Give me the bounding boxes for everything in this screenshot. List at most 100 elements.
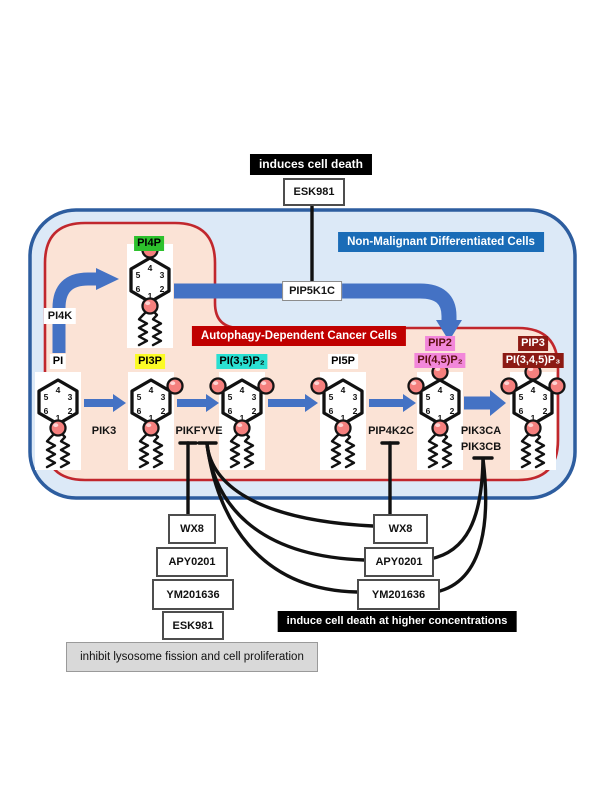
label-pi: PI <box>49 354 67 369</box>
acyl-chain <box>342 429 356 469</box>
ring-position-number: 3 <box>450 392 455 402</box>
label-pi3p: PI3P <box>135 354 165 369</box>
phosphate-highlight <box>237 423 243 428</box>
label-pip5k1c: PIP5K1C <box>282 281 342 301</box>
ring-position-number: 6 <box>137 406 142 416</box>
phosphate-highlight <box>552 381 558 386</box>
phosphate-icon <box>310 377 328 395</box>
label-pik3: PIK3 <box>91 425 117 437</box>
ring-position-number: 5 <box>137 392 142 402</box>
ring-position-number: 4 <box>56 385 61 395</box>
ring-position-number: 4 <box>438 385 443 395</box>
lipid-structure-pi3p: 43 216 5 <box>128 372 184 470</box>
phosphate-icon <box>233 419 251 437</box>
right-apy0201-box[interactable]: APY0201 <box>364 547 434 577</box>
induces-cell-death-note: induces cell death <box>249 154 373 175</box>
acyl-chain <box>241 429 255 469</box>
pi4k-arrowhead <box>96 268 119 290</box>
phosphate-icon <box>141 297 159 315</box>
phosphate-highlight <box>411 381 417 386</box>
ring-position-number: 3 <box>543 392 548 402</box>
phosphate-highlight <box>528 367 534 372</box>
ring-position-number: 4 <box>240 385 245 395</box>
ring-position-number: 4 <box>149 385 154 395</box>
ring-position-number: 2 <box>160 284 165 294</box>
phosphate-highlight <box>435 423 441 428</box>
ring-position-number: 5 <box>136 270 141 280</box>
phosphate-highlight <box>213 381 219 386</box>
phosphate-highlight <box>314 381 320 386</box>
phosphate-icon <box>142 419 160 437</box>
ring-position-number: 6 <box>426 406 431 416</box>
ring-position-number: 2 <box>68 406 73 416</box>
acyl-chain <box>149 307 163 347</box>
ring-position-number: 5 <box>44 392 49 402</box>
ring-position-number: 3 <box>161 392 166 402</box>
phosphate-icon <box>548 377 566 395</box>
label-pi4k: PI4K <box>43 308 77 324</box>
label-pip4k2c: PIP4K2C <box>368 425 414 437</box>
label-pi5p: PI5P <box>328 354 358 369</box>
esk981-top-box[interactable]: ESK981 <box>283 178 345 206</box>
left-wx8-box[interactable]: WX8 <box>168 514 216 544</box>
ring-position-number: 3 <box>160 270 165 280</box>
left-ym201636-box[interactable]: YM201636 <box>152 579 234 610</box>
label-pik3cb: PIK3CB <box>460 441 502 453</box>
acyl-chain <box>330 429 344 469</box>
label-pip2: PIP2 <box>425 336 455 351</box>
ring-position-number: 5 <box>228 392 233 402</box>
acyl-chain <box>45 429 59 469</box>
ring-position-number: 2 <box>450 406 455 416</box>
arrow-pi-to-pi3p <box>84 394 126 412</box>
label-pi35p2: PI(3,5)P₂ <box>216 354 268 369</box>
curve-apy0201-pik3ca <box>428 457 485 561</box>
phosphate-highlight <box>528 423 534 428</box>
ring-position-number: 6 <box>136 284 141 294</box>
phosphate-highlight <box>504 381 510 386</box>
phosphate-icon <box>334 419 352 437</box>
phosphate-icon <box>524 419 542 437</box>
pi4k-arrow <box>52 272 96 353</box>
acyl-chain <box>427 429 441 469</box>
phosphate-highlight <box>170 381 176 386</box>
ring-position-number: 3 <box>353 392 358 402</box>
right-ym201636-box[interactable]: YM201636 <box>357 579 440 610</box>
acyl-chain <box>138 429 152 469</box>
label-pi4p: PI4P <box>134 236 164 251</box>
phosphate-icon <box>209 377 227 395</box>
phosphate-icon <box>257 377 275 395</box>
ring-position-number: 5 <box>519 392 524 402</box>
phosphate-highlight <box>145 301 151 306</box>
acyl-chain <box>520 429 534 469</box>
ring-position-number: 2 <box>161 406 166 416</box>
left-apy0201-box[interactable]: APY0201 <box>156 547 228 577</box>
ring-position-number: 1 <box>149 413 154 423</box>
ring-position-number: 3 <box>252 392 257 402</box>
phosphate-icon <box>166 377 184 395</box>
ring-position-number: 1 <box>341 413 346 423</box>
acyl-chain <box>57 429 71 469</box>
arrow-pi5p-to-pi45p2 <box>369 394 416 412</box>
right-note-box: induce cell death at higher concentratio… <box>277 611 517 632</box>
ring-position-number: 2 <box>353 406 358 416</box>
left-esk981-box[interactable]: ESK981 <box>162 611 224 640</box>
label-pik3ca: PIK3CA <box>460 425 502 437</box>
right-wx8-box[interactable]: WX8 <box>373 514 428 544</box>
curve-pikfyve-ym201636 <box>205 442 359 594</box>
ring-position-number: 4 <box>148 263 153 273</box>
ring-position-number: 1 <box>56 413 61 423</box>
ring-position-number: 6 <box>519 406 524 416</box>
acyl-chain <box>137 307 151 347</box>
lipid-structures: 4321654321654321654321654321654321654321… <box>35 241 566 470</box>
autophagy-title: Autophagy-Dependent Cancer Cells <box>191 326 407 346</box>
label-pikfyve: PIKFYVE <box>175 425 223 437</box>
arrow-pi35p2-to-pi5p <box>268 394 318 412</box>
phosphate-icon <box>500 377 518 395</box>
ring-position-number: 5 <box>329 392 334 402</box>
